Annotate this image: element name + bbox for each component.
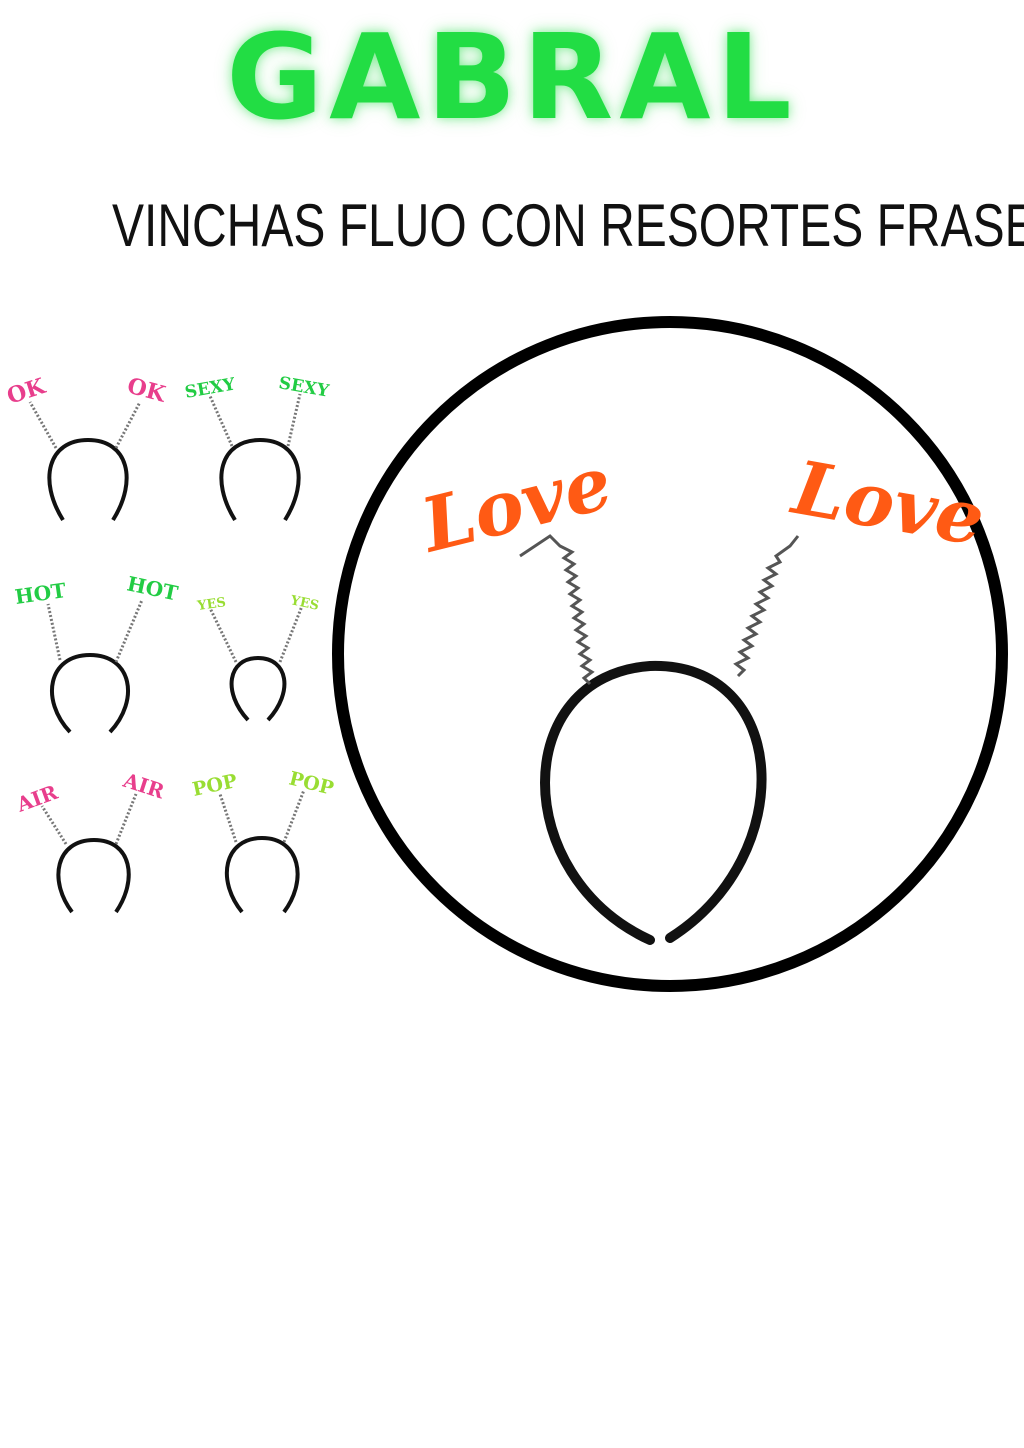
product-title: VINCHAS FLUO CON RESORTES FRASES <box>112 192 1024 259</box>
brand-logo: GABRAL <box>226 8 798 146</box>
word-right: POP <box>287 768 336 800</box>
word-right: HOT <box>125 571 180 605</box>
variant-thumb: SEXY SEXY <box>180 360 340 530</box>
variant-grid: OK OK SEXY SEXY HOT HOT YES YES <box>0 350 340 930</box>
spring-left <box>519 534 595 686</box>
word-left: OK <box>4 373 49 410</box>
word-right: OK <box>124 373 169 408</box>
spring-right <box>733 535 800 678</box>
variant-thumb: POP POP <box>180 760 340 930</box>
word-right: SEXY <box>277 373 331 402</box>
word-right: YES <box>288 593 320 614</box>
variant-thumb: OK OK <box>4 360 169 530</box>
variant-thumb: HOT HOT <box>10 570 180 740</box>
variant-thumb: YES YES <box>178 580 338 750</box>
headband-image: POP POP <box>190 768 336 914</box>
word-left: AIR <box>13 780 61 817</box>
variant-thumb: AIR AIR <box>12 760 172 930</box>
headband-band <box>540 660 767 945</box>
headband-image: SEXY SEXY <box>183 373 331 522</box>
frame-circle <box>332 316 1008 992</box>
word-right: AIR <box>120 768 168 804</box>
word-left: HOT <box>13 578 67 609</box>
headband-image: HOT HOT <box>13 571 180 734</box>
featured-headband: Love Love <box>330 316 1010 996</box>
word-left: SEXY <box>183 374 237 403</box>
word-left: YES <box>195 595 226 614</box>
headband-image: AIR AIR <box>13 768 168 914</box>
word-left: POP <box>190 770 239 801</box>
featured-headband-image: Love Love <box>332 316 1008 992</box>
headband-image: OK OK <box>4 373 169 522</box>
headband-image: YES YES <box>195 593 320 722</box>
